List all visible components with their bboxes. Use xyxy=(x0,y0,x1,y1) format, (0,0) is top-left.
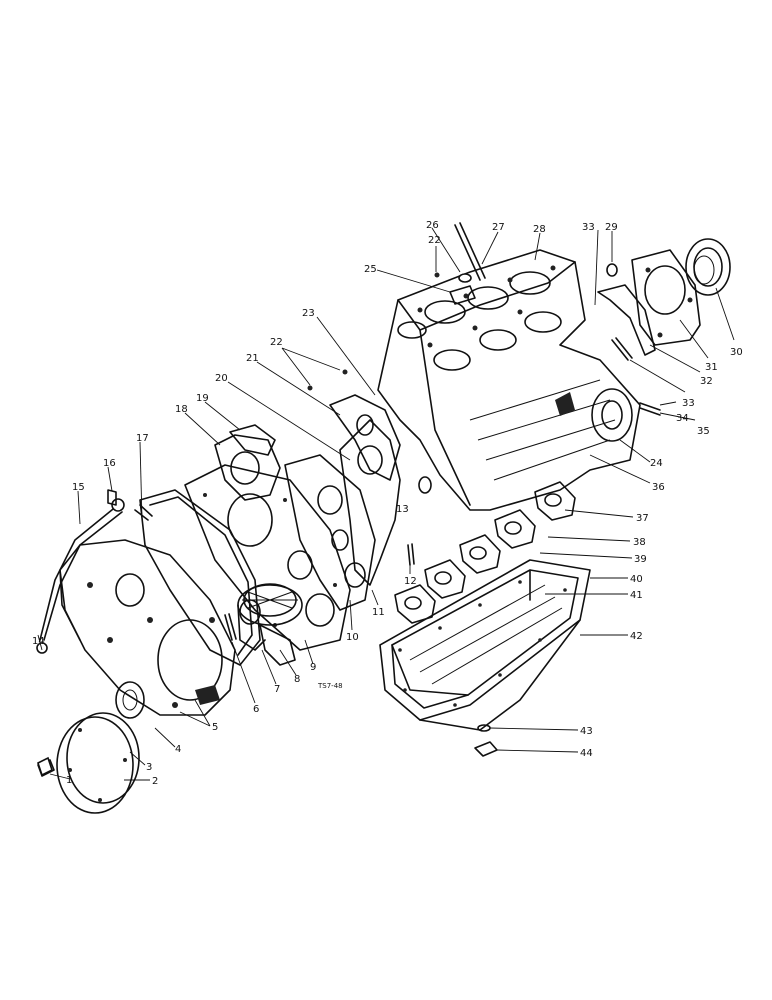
callout-32: 32 xyxy=(700,376,713,387)
callout-44: 44 xyxy=(580,748,593,759)
callout-22b: 22 xyxy=(270,337,283,348)
callout-36: 36 xyxy=(652,482,665,493)
bolt-1 xyxy=(37,756,53,777)
callout-33: 33 xyxy=(582,222,595,233)
rear-oil-seal xyxy=(685,238,731,296)
callout-14: 14 xyxy=(32,636,45,647)
plate-25 xyxy=(449,285,476,305)
callout-16: 16 xyxy=(103,458,116,469)
callout-38: 38 xyxy=(633,537,646,548)
callout-7: 7 xyxy=(274,684,280,695)
bolt-6 xyxy=(224,613,237,641)
callout-18: 18 xyxy=(175,404,188,415)
callout-42: 42 xyxy=(630,631,643,642)
callout-9: 9 xyxy=(310,662,316,673)
camshaft-gear xyxy=(237,583,303,666)
dowel-13 xyxy=(418,476,432,494)
callout-21: 21 xyxy=(246,353,259,364)
callout-10: 10 xyxy=(346,632,359,643)
callout-39: 39 xyxy=(634,554,647,565)
callout-13: 13 xyxy=(396,504,409,515)
head-stud-27 xyxy=(454,222,486,281)
drain-plug xyxy=(474,741,498,757)
callout-6: 6 xyxy=(253,704,259,715)
callout-41: 41 xyxy=(630,590,643,601)
callout-labels: 1 2 3 4 5 6 7 8 9 10 11 12 13 14 15 16 1… xyxy=(32,220,743,787)
engine-front-plate xyxy=(184,464,351,651)
callout-23: 23 xyxy=(302,308,315,319)
front-plate-gasket xyxy=(139,489,261,666)
figure-code: TS7-48 xyxy=(317,682,343,690)
callout-26: 26 xyxy=(426,220,439,231)
callout-1: 1 xyxy=(66,775,72,786)
front-bracket-21 xyxy=(329,394,401,481)
callout-15: 15 xyxy=(72,482,85,493)
cylinder-block xyxy=(377,249,641,511)
callout-24: 24 xyxy=(650,458,663,469)
callout-31: 31 xyxy=(705,362,718,373)
callout-19: 19 xyxy=(196,393,209,404)
callout-29: 29 xyxy=(605,222,618,233)
callout-35: 35 xyxy=(697,426,710,437)
bolt-16 xyxy=(107,489,117,506)
main-bearing-caps xyxy=(394,481,576,624)
plate-gasket-18 xyxy=(214,434,281,501)
dowel-pin-12 xyxy=(407,543,415,566)
callout-34: 34 xyxy=(676,413,689,424)
rear-seal-housing xyxy=(631,249,701,346)
timing-cover-plate xyxy=(37,681,145,814)
callout-43: 43 xyxy=(580,726,593,737)
small-plugs-22 xyxy=(307,272,440,391)
callout-12: 12 xyxy=(404,576,417,587)
oil-pan xyxy=(379,559,591,731)
oil-tube xyxy=(36,498,153,654)
callout-3: 3 xyxy=(146,762,152,773)
callout-22: 22 xyxy=(428,235,441,246)
callout-17: 17 xyxy=(136,433,149,444)
support-bracket-11 xyxy=(339,419,401,586)
callout-20: 20 xyxy=(215,373,228,384)
rear-gasket-32 xyxy=(597,284,656,356)
callout-4: 4 xyxy=(175,744,181,755)
callout-37: 37 xyxy=(636,513,649,524)
callout-5: 5 xyxy=(212,722,218,733)
callout-25: 25 xyxy=(364,264,377,275)
plug-26 xyxy=(458,273,472,283)
plate-19 xyxy=(229,424,276,456)
callout-27: 27 xyxy=(492,222,505,233)
callout-8: 8 xyxy=(294,674,300,685)
callout-leaders xyxy=(37,227,735,781)
callout-2: 2 xyxy=(152,776,158,787)
timing-gear-cover xyxy=(59,539,236,716)
callout-28: 28 xyxy=(533,224,546,235)
dowels xyxy=(606,263,661,416)
callout-30: 30 xyxy=(730,347,743,358)
callout-33b: 33 xyxy=(682,398,695,409)
callout-40: 40 xyxy=(630,574,643,585)
callout-11: 11 xyxy=(372,607,385,618)
